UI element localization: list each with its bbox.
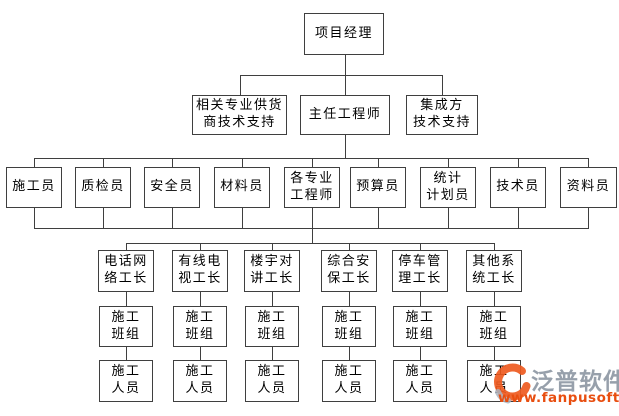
connector-stub [126, 347, 127, 360]
node-construction-team-2: 施工 班组 [173, 306, 227, 347]
connector-stub [242, 208, 243, 228]
connector-stub [518, 158, 519, 167]
connector-stub [349, 243, 350, 250]
connector-stub [518, 208, 519, 228]
connector-stub [272, 243, 273, 250]
node-other-systems-foreman: 其他系 统工长 [466, 250, 522, 292]
connector-stub [126, 243, 127, 250]
node-quality-inspector: 质检员 [75, 167, 131, 208]
node-construction-team-4: 施工 班组 [322, 306, 376, 347]
connector-stub [200, 292, 201, 306]
connector-stub [200, 243, 201, 250]
connector-stub [349, 292, 350, 306]
connector-stub [34, 158, 35, 167]
connector-stub [349, 347, 350, 360]
connector-stub [494, 347, 495, 360]
node-technician: 技术员 [490, 167, 546, 208]
node-material-clerk: 材料员 [214, 167, 270, 208]
connector-stub [34, 208, 35, 228]
connector-stub [448, 208, 449, 228]
node-cable-tv-foreman: 有线电 视工长 [172, 250, 228, 292]
node-construction-staff-2: 施工 人员 [173, 360, 227, 402]
connector-bus-l4 [126, 243, 495, 244]
connector-stub [200, 347, 201, 360]
connector-stub [312, 158, 313, 167]
node-construction-staff-3: 施工 人员 [245, 360, 299, 402]
watermark-url: www.fanpusoft.com [498, 390, 619, 406]
connector-bus-l2 [240, 75, 443, 76]
node-specialty-engineers: 各专业 工程师 [284, 167, 340, 208]
connector-stub [378, 158, 379, 167]
node-constructor: 施工员 [6, 167, 62, 208]
node-safety-officer: 安全员 [144, 167, 200, 208]
connector-stub [240, 75, 241, 95]
connector-stub [103, 208, 104, 228]
connector-stub [420, 347, 421, 360]
connector-stub [126, 292, 127, 306]
connector-bus-l3-top [34, 158, 589, 159]
connector-stub [588, 158, 589, 167]
connector-stub [172, 158, 173, 167]
node-supplier-tech-support: 相关专业供货 商技术支持 [192, 95, 287, 135]
connector-stub [103, 158, 104, 167]
connector-stub [588, 208, 589, 228]
node-intercom-foreman: 楼宇对 讲工长 [244, 250, 300, 292]
connector-stub [172, 208, 173, 228]
connector-l2-l3 [345, 135, 346, 158]
watermark-logo: 泛普软件 www.fanpusoft.com [489, 361, 619, 411]
node-construction-staff-1: 施工 人员 [99, 360, 153, 402]
connector-stub [378, 208, 379, 228]
connector-stub [442, 75, 443, 95]
connector-stub [494, 243, 495, 250]
node-construction-team-1: 施工 班组 [99, 306, 153, 347]
node-documentation-clerk: 资料员 [560, 167, 617, 208]
connector-stub [312, 208, 313, 228]
node-integrator-tech-support: 集成方 技术支持 [406, 95, 478, 135]
node-parking-foreman: 停车管 理工长 [392, 250, 448, 292]
node-project-manager: 项目经理 [304, 13, 384, 55]
node-construction-team-6: 施工 班组 [467, 306, 521, 347]
connector-bus-l3-bottom [34, 228, 589, 229]
connector-stub [494, 292, 495, 306]
connector-bus-link [312, 228, 313, 243]
fanpu-swirl-icon [491, 363, 531, 409]
node-construction-staff-4: 施工 人员 [322, 360, 376, 402]
node-budget-officer: 预算员 [350, 167, 406, 208]
connector-stub [272, 292, 273, 306]
connector-stub [272, 347, 273, 360]
watermark-brand-text: 泛普软件 [531, 369, 619, 395]
node-statistics-planner: 统计 计划员 [420, 167, 476, 208]
connector-stub [242, 158, 243, 167]
node-chief-engineer: 主任工程师 [300, 95, 390, 135]
connector-stub [420, 243, 421, 250]
node-construction-team-5: 施工 班组 [393, 306, 447, 347]
node-telephone-network-foreman: 电话网 络工长 [98, 250, 154, 292]
node-construction-staff-5: 施工 人员 [393, 360, 447, 402]
connector-stub [448, 158, 449, 167]
node-construction-team-3: 施工 班组 [245, 306, 299, 347]
connector-stub [420, 292, 421, 306]
node-security-foreman: 综合安 保工长 [321, 250, 377, 292]
